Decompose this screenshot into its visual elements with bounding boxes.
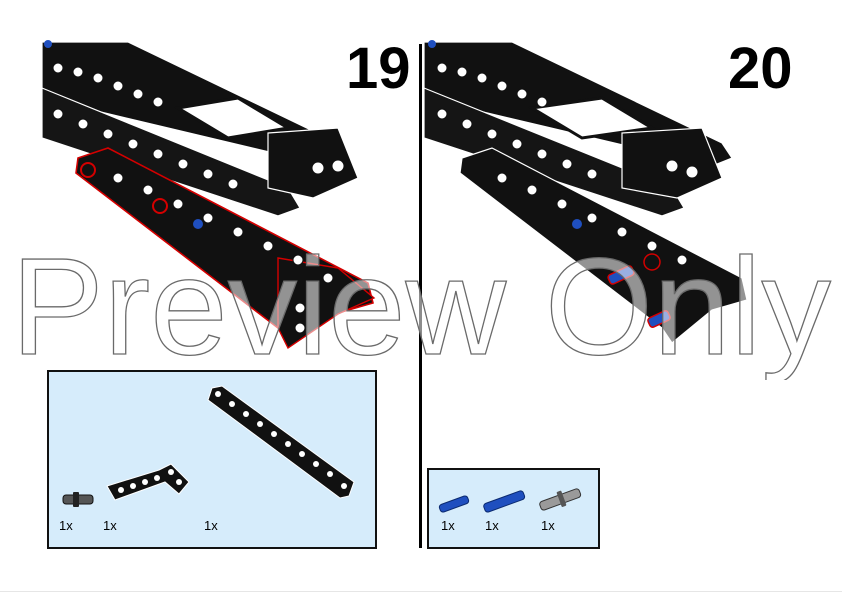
- step-divider: [419, 44, 422, 548]
- black-pin-icon: [62, 492, 94, 507]
- blue-pin-dot: [44, 40, 52, 48]
- part-quantity: 1x: [59, 518, 73, 533]
- step-19-assembly-illustration: [41, 40, 376, 350]
- part-quantity: 1x: [204, 518, 218, 533]
- blue-pin-dot: [428, 40, 436, 48]
- grey-pin-icon: [539, 488, 582, 511]
- frame-beams: [41, 41, 359, 217]
- long-beam-icon: [207, 385, 355, 499]
- blue-pin-dot: [193, 219, 203, 229]
- blue-pin-icon: [438, 495, 470, 513]
- highlight-ring: [80, 162, 96, 178]
- step-number: 20: [728, 36, 793, 101]
- part-quantity: 1x: [485, 518, 499, 533]
- blue-pin-dot: [572, 219, 582, 229]
- parts-callout: 1x 1x 1x: [427, 468, 600, 549]
- page-bottom-rule: [0, 591, 842, 592]
- step-number: 19: [346, 36, 411, 101]
- step-20-assembly-illustration: [423, 40, 748, 344]
- part-quantity: 1x: [441, 518, 455, 533]
- part-quantity: 1x: [541, 518, 555, 533]
- highlight-ring: [152, 198, 168, 214]
- new-blue-pins: [607, 253, 671, 328]
- parts-callout: 1x 1x 1x: [47, 370, 377, 549]
- blue-axle-pin-icon: [483, 490, 526, 513]
- l-beam-icon: [106, 463, 190, 501]
- part-quantity: 1x: [103, 518, 117, 533]
- beam-holes: [52, 62, 345, 334]
